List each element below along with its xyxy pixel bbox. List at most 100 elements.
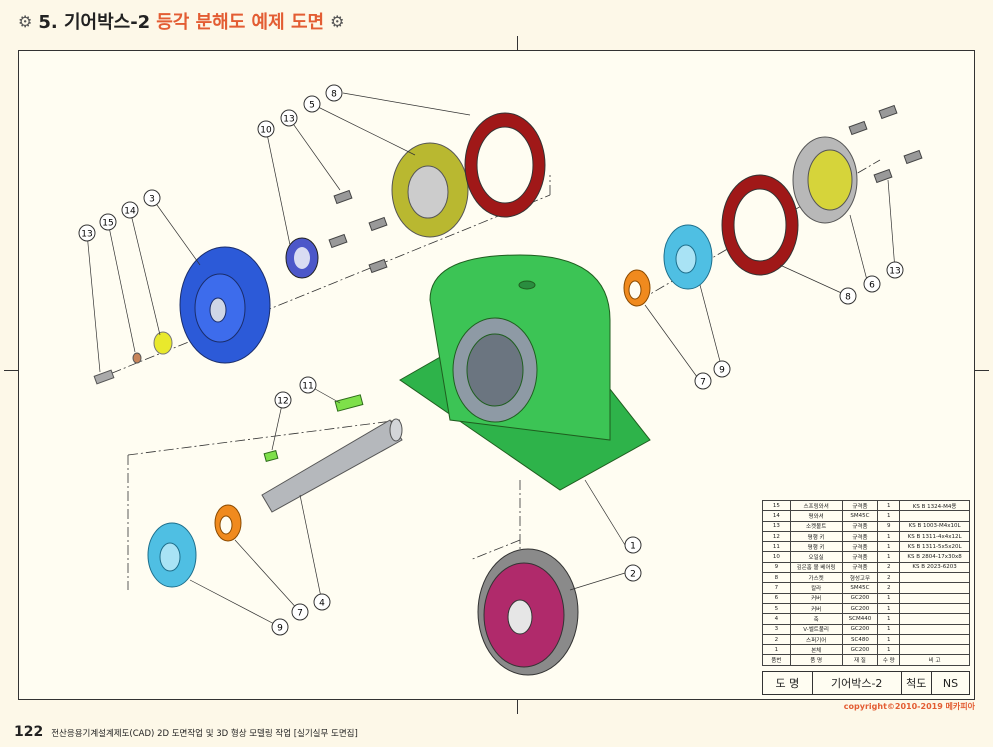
- table-cell: 규격품: [841, 541, 879, 553]
- book-title: 전산응용기계설계제도(CAD) 2D 도면작업 및 3D 형상 모델링 작업 […: [51, 729, 358, 739]
- balloon: 9: [271, 618, 289, 636]
- table-cell: [899, 602, 970, 615]
- table-cell: KS B 1003-M4x10L: [899, 520, 970, 532]
- table-cell: [899, 510, 970, 522]
- table-cell: 평행 키: [789, 530, 843, 543]
- balloon: 12: [274, 391, 292, 409]
- svg-text:13: 13: [81, 230, 92, 240]
- frame-center-mark: [517, 700, 518, 714]
- page-title: ⚙ 5. 기어박스-2 등각 분해도 예제 도면 ⚙: [18, 8, 344, 34]
- svg-text:8: 8: [331, 90, 337, 100]
- table-cell: V-벨트풀리: [789, 623, 843, 635]
- svg-text:11: 11: [302, 382, 313, 392]
- table-cell: 커버: [789, 602, 843, 615]
- title-block: 도 명 기어박스-2 척도 NS: [762, 671, 970, 695]
- table-cell: 15: [762, 499, 791, 512]
- table-cell: 6: [762, 592, 791, 604]
- table-cell: 규격품: [841, 561, 879, 574]
- ball-bearing: [147, 522, 197, 588]
- balloon: 6: [863, 275, 881, 293]
- balloon: 15: [99, 213, 117, 231]
- table-cell: KS B 2804-17x30x8: [899, 551, 970, 563]
- flat-washer: [153, 331, 173, 355]
- balloon: 7: [694, 372, 712, 390]
- table-cell: KS B 2023-6203: [899, 561, 970, 574]
- table-cell: 오일실: [789, 551, 843, 563]
- svg-text:7: 7: [700, 378, 706, 388]
- title-highlight: 등각 분해도 예제 도면: [156, 12, 325, 33]
- table-cell: 1: [877, 602, 901, 615]
- title-label: 도 명: [763, 672, 813, 694]
- table-cell: 5: [762, 602, 791, 615]
- table-cell: 규격품: [841, 530, 879, 543]
- svg-text:7: 7: [297, 609, 303, 619]
- table-cell: 축: [789, 613, 843, 625]
- parallel-key: [334, 394, 364, 412]
- table-cell: 평와셔: [789, 510, 843, 522]
- table-cell: KS B 1311-5x5x20L: [899, 541, 970, 553]
- balloon: 7: [291, 603, 309, 621]
- v-belt-pulley: [179, 246, 271, 364]
- table-cell: 1: [877, 644, 901, 656]
- spur-gear: [477, 548, 579, 676]
- table-cell: 12: [762, 530, 791, 543]
- balloon: 5: [303, 95, 321, 113]
- balloon: 13: [280, 109, 298, 127]
- table-cell: [899, 592, 970, 604]
- table-cell: KS B 1311-4x4x12L: [899, 530, 970, 543]
- balloon: 8: [839, 287, 857, 305]
- svg-text:15: 15: [102, 219, 113, 229]
- balloon: 2: [624, 564, 642, 582]
- collar: [623, 269, 651, 307]
- socket-bolt: [93, 369, 115, 385]
- table-cell: 2: [877, 572, 901, 584]
- gearbox-body: [399, 254, 651, 491]
- drawing-name: 기어박스-2: [813, 672, 902, 694]
- table-cell: 1: [877, 510, 901, 522]
- balloon: 13: [886, 261, 904, 279]
- balloon: 10: [257, 120, 275, 138]
- table-cell: [899, 582, 970, 594]
- title-prefix: 5. 기어박스-2: [38, 12, 151, 33]
- table-cell: GC200: [841, 623, 879, 635]
- table-cell: [899, 633, 970, 646]
- table-cell: 가스켓: [789, 572, 843, 584]
- svg-text:1: 1: [630, 542, 636, 552]
- table-cell: SC480: [841, 633, 879, 646]
- part-balloons: 8 5 13 10 3 14 15 13 11 12 1 2 4 7 9 7 9…: [78, 84, 904, 636]
- table-cell: 11: [762, 541, 791, 553]
- svg-text:14: 14: [124, 207, 136, 217]
- parallel-key: [263, 449, 279, 463]
- svg-text:9: 9: [277, 624, 283, 634]
- table-cell: 평행 키: [789, 541, 843, 553]
- table-cell: 규격품: [841, 520, 879, 532]
- table-cell: 14: [762, 510, 791, 522]
- collar: [214, 504, 242, 542]
- table-cell: 9: [877, 520, 901, 532]
- svg-text:4: 4: [319, 599, 325, 609]
- table-cell: 1: [877, 541, 901, 553]
- spring-washer: [132, 352, 142, 364]
- gasket: [721, 174, 799, 276]
- copyright: copyright©2010-2019 메카피아: [843, 702, 975, 711]
- table-cell: 8: [762, 572, 791, 584]
- ball-bearing: [663, 224, 713, 290]
- table-cell: GC200: [841, 644, 879, 656]
- shaft: [261, 418, 403, 513]
- svg-text:13: 13: [283, 115, 294, 125]
- frame-center-mark: [517, 36, 518, 50]
- gasket: [464, 112, 546, 218]
- table-cell: 13: [762, 520, 791, 532]
- balloon: 13: [78, 224, 96, 242]
